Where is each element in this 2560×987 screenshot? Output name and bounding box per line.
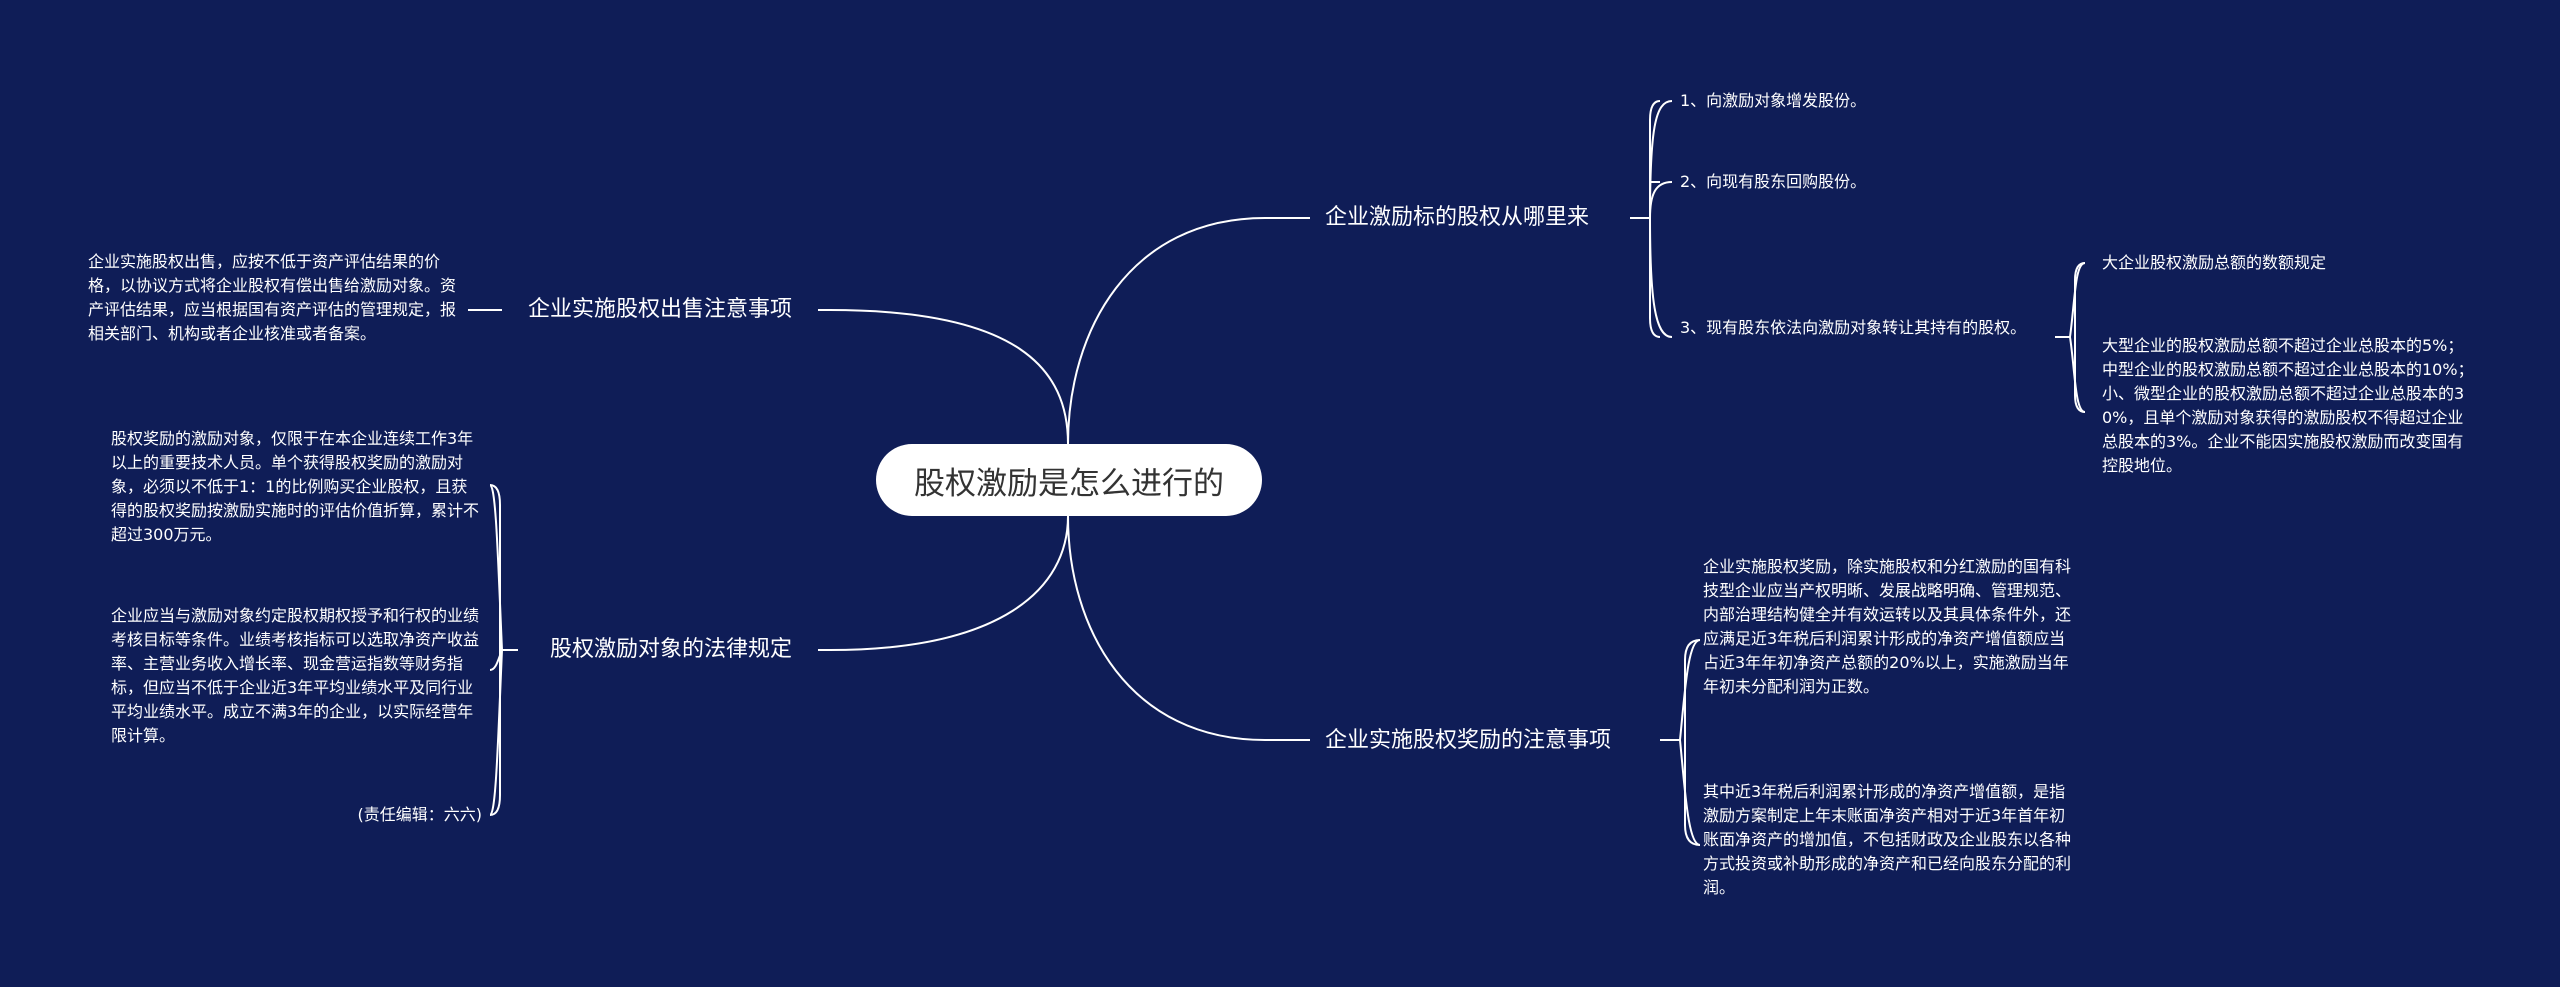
legal-item-2[interactable]: 企业应当与激励对象约定股权期权授予和行权的业绩考核目标等条件。业绩考核指标可以选… <box>111 606 480 745</box>
connector-sub-title <box>2069 262 2086 338</box>
source-item-1[interactable]: 1、向激励对象增发股份。 <box>1680 91 1867 110</box>
reward-item-2[interactable]: 其中近3年税后利润累计形成的净资产增值额，是指激励方案制定上年末账面净资产相对于… <box>1703 782 2072 897</box>
bracket-reward <box>1660 639 1701 846</box>
connector-legal-item3 <box>489 649 503 816</box>
connector-root-to-reward <box>1067 515 1310 741</box>
connector-root-to-source <box>1067 217 1310 445</box>
connector-reward-item2 <box>1679 739 1701 846</box>
source-sub-title[interactable]: 大企业股权激励总额的数额规定 <box>2102 253 2327 272</box>
connector-sub-detail <box>2069 336 2086 413</box>
source-item-3[interactable]: 3、现有股东依法向激励对象转让其持有的股权。 <box>1680 318 2027 337</box>
bracket-source-sub <box>2055 262 2086 413</box>
branch-sale[interactable]: 企业实施股权出售注意事项 <box>528 297 793 322</box>
source-item-2[interactable]: 2、向现有股东回购股份。 <box>1680 172 1867 191</box>
branch-reward[interactable]: 企业实施股权奖励的注意事项 <box>1325 728 1612 753</box>
connector-source-item1 <box>1649 100 1673 219</box>
connector-source-item3 <box>1649 217 1673 338</box>
root-topic[interactable]: 股权激励是怎么进行的 <box>876 444 1262 516</box>
connector-source-item2 <box>1649 181 1673 219</box>
reward-item-1[interactable]: 企业实施股权奖励，除实施股权和分红激励的国有科技型企业应当产权明晰、发展战略明确… <box>1703 557 2072 696</box>
connector-root-to-sale <box>818 309 1069 445</box>
bracket-source <box>1630 100 1661 338</box>
sale-item-1[interactable]: 企业实施股权出售，应按不低于资产评估结果的价格，以协议方式将企业股权有偿出售给激… <box>88 252 457 343</box>
connector-root-to-legal <box>818 515 1069 651</box>
connector-legal-item1 <box>489 484 503 651</box>
source-sub-detail[interactable]: 大型企业的股权激励总额不超过企业总股本的5%；中型企业的股权激励总额不超过企业总… <box>2102 336 2474 475</box>
connector-reward-item1 <box>1679 639 1701 741</box>
bracket-legal <box>489 484 518 816</box>
branch-legal[interactable]: 股权激励对象的法律规定 <box>550 637 793 662</box>
legal-item-1[interactable]: 股权奖励的激励对象，仅限于在本企业连续工作3年以上的重要技术人员。单个获得股权奖… <box>111 429 480 544</box>
branch-source[interactable]: 企业激励标的股权从哪里来 <box>1325 205 1590 230</box>
legal-editor-note[interactable]: (责任编辑：六六) <box>357 805 483 824</box>
